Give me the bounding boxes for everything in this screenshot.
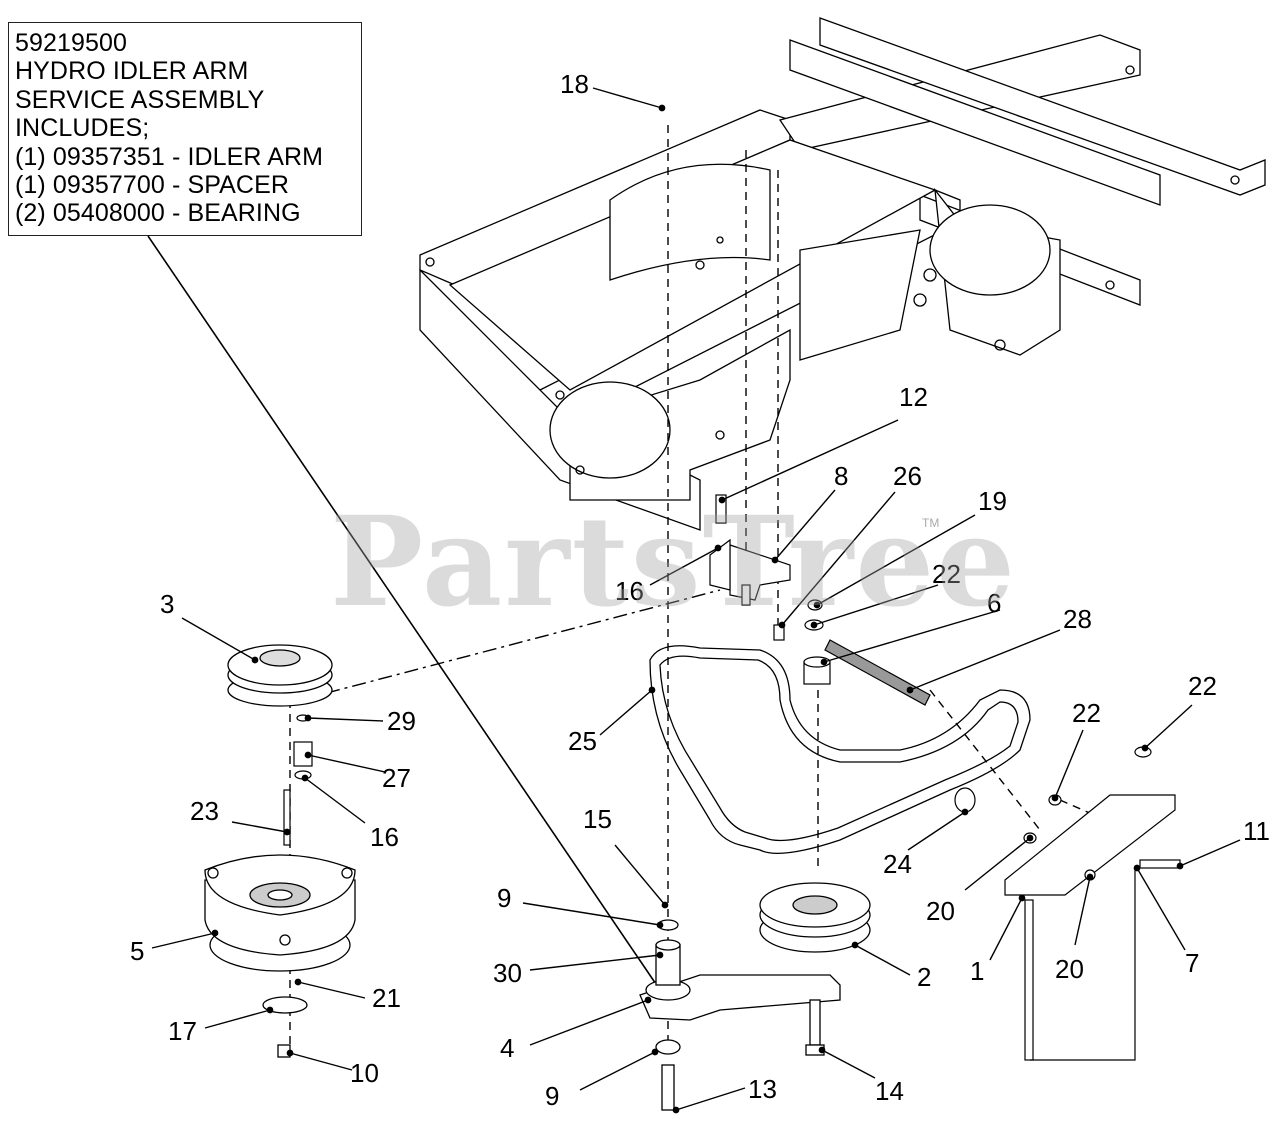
label-part-1: 1 [970, 956, 984, 986]
label-part-6: 6 [987, 588, 1001, 618]
label-part-8: 8 [834, 461, 848, 491]
leader-lines [151, 87, 1241, 1114]
callout-line-spacer: (1) 09357700 - SPACER [15, 171, 289, 200]
bracket-part-8 [709, 494, 791, 641]
label-part-2: 2 [917, 962, 931, 992]
label-part-25: 25 [568, 726, 597, 756]
label-part-9-upper: 9 [497, 883, 511, 913]
callout-line-includes: INCLUDES; [15, 114, 150, 143]
label-part-29: 29 [387, 706, 416, 736]
label-part-12: 12 [899, 382, 928, 412]
label-part-30: 30 [493, 958, 522, 988]
pto-clutch-part-5 [204, 854, 356, 1058]
label-part-28: 28 [1063, 604, 1092, 634]
label-part-7: 7 [1185, 948, 1199, 978]
trademark-symbol: TM [922, 516, 940, 530]
label-part-20-left: 20 [926, 896, 955, 926]
assembly-centerlines [289, 125, 1141, 1050]
label-part-11: 11 [1243, 816, 1270, 846]
label-part-13: 13 [748, 1074, 777, 1104]
idler-pulley-part-2 [759, 882, 871, 953]
partstree-watermark: PartsTree [330, 490, 1018, 635]
callout-line-title-1: HYDRO IDLER ARM [15, 57, 249, 86]
label-part-16-upper: 16 [615, 576, 644, 606]
label-part-15: 15 [583, 804, 612, 834]
callout-line-bearing: (2) 05408000 - BEARING [15, 199, 301, 228]
label-part-3: 3 [160, 589, 174, 619]
label-part-14: 14 [875, 1076, 904, 1106]
label-part-10: 10 [350, 1058, 379, 1088]
label-part-20-right: 20 [1055, 954, 1084, 984]
label-part-24: 24 [883, 849, 912, 879]
label-part-4: 4 [500, 1033, 514, 1063]
label-part-17: 17 [168, 1016, 197, 1046]
label-part-9-lower: 9 [545, 1081, 559, 1111]
label-part-23: 23 [190, 796, 219, 826]
callout-line-idler-arm: (1) 09357351 - IDLER ARM [15, 142, 324, 171]
label-part-22-bracket: 22 [1072, 698, 1101, 728]
service-assembly-callout: 59219500 HYDRO IDLER ARM SERVICE ASSEMBL… [8, 22, 362, 236]
label-part-16-lower: 16 [370, 822, 399, 852]
label-part-27: 27 [382, 763, 411, 793]
frame-assembly [419, 17, 1266, 531]
pulley-part-3 [227, 644, 333, 707]
drive-belt [649, 645, 1031, 854]
bracket-part-7 [954, 746, 1181, 1061]
label-part-5: 5 [130, 936, 144, 966]
callout-line-part-number: 59219500 [15, 29, 128, 57]
label-part-22-upper: 22 [932, 559, 961, 589]
label-part-19: 19 [978, 486, 1007, 516]
label-part-26: 26 [893, 461, 922, 491]
callout-leader-line [147, 235, 661, 991]
label-part-21: 21 [372, 983, 401, 1013]
label-part-22-right: 22 [1188, 671, 1217, 701]
part-number-labels: 18 12 8 26 19 16 22 6 28 3 29 25 27 22 2… [130, 69, 1270, 1111]
callout-line-title-2: SERVICE ASSEMBLY [15, 85, 265, 114]
label-part-18: 18 [560, 69, 589, 99]
